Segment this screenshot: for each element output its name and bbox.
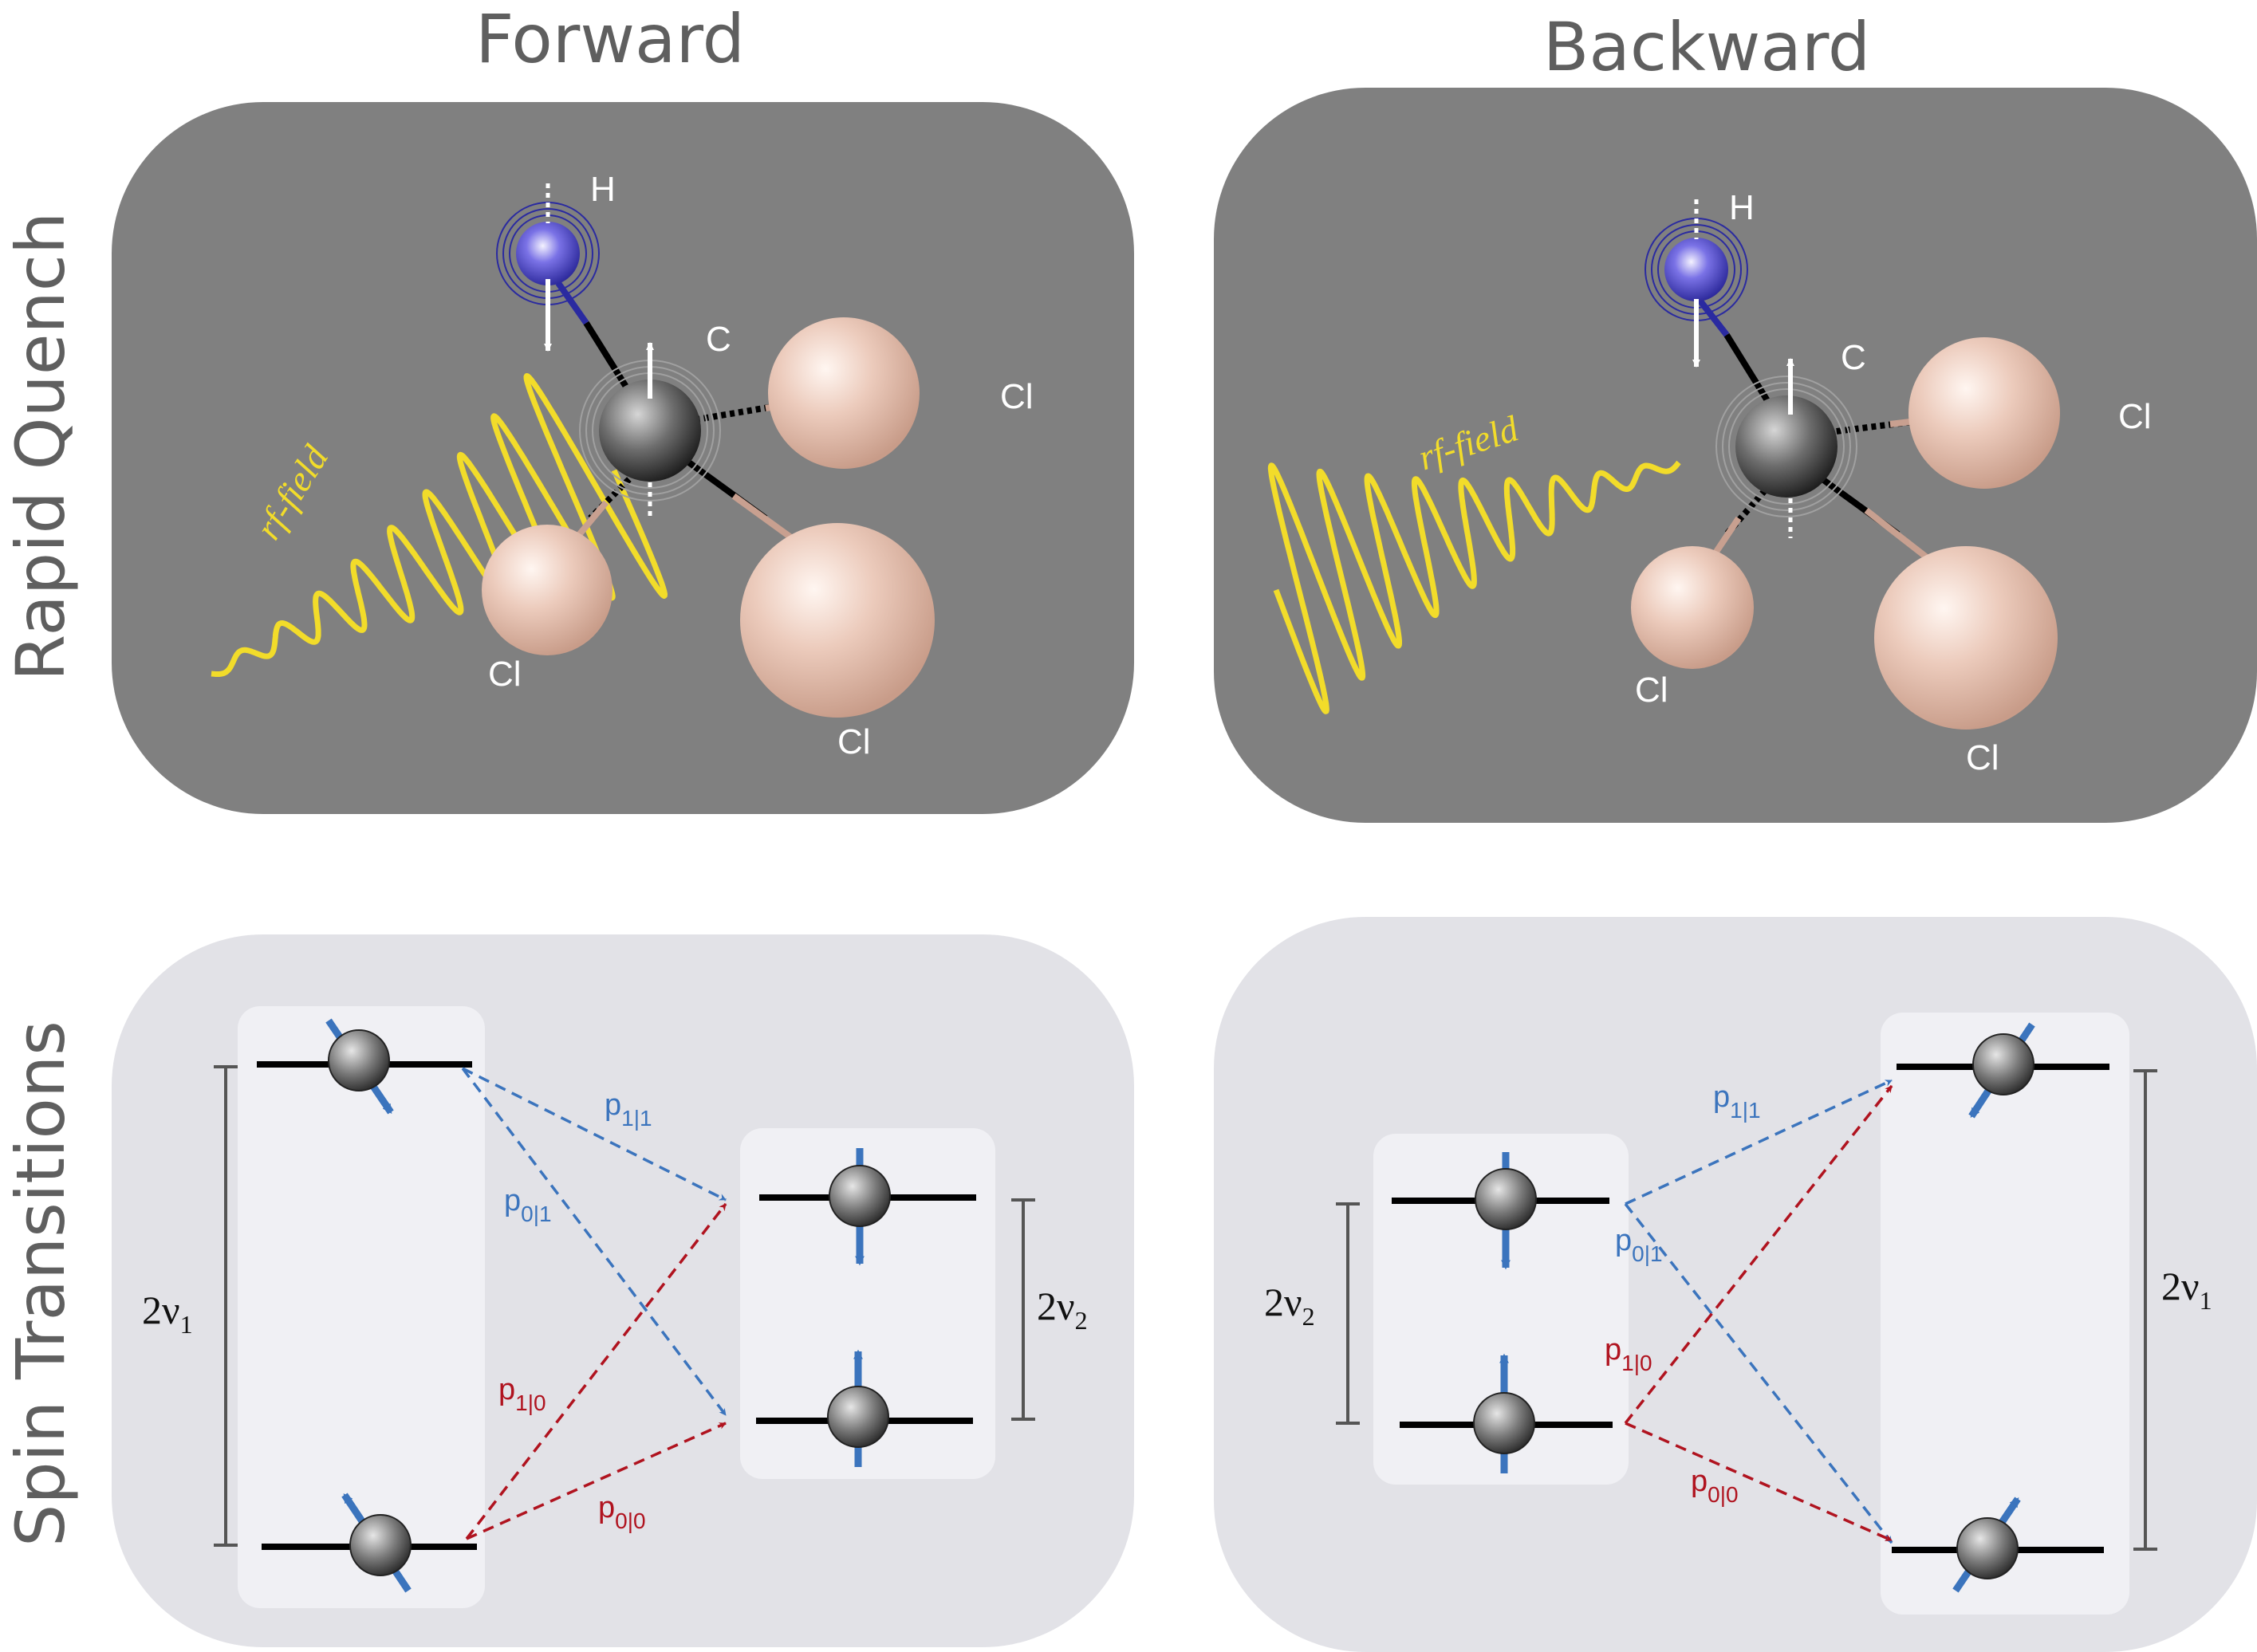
- atom-label-cl: Cl: [1635, 671, 1668, 710]
- spin-down-state: [829, 1148, 891, 1266]
- splitting-label-nu2: 2ν2: [1037, 1284, 1088, 1335]
- spin-down-state: [325, 1018, 394, 1115]
- atom-label-h: H: [590, 170, 616, 209]
- hydrogen-atom: [1644, 199, 1748, 368]
- transition-panel-forward: 2ν1 2ν2 p1|1 p0|1 p1|0 p0|0: [112, 934, 1134, 1647]
- spin-up-state: [341, 1493, 412, 1593]
- splitting-label-nu1: 2ν1: [142, 1288, 193, 1339]
- transition-panel-backward: 2ν2 2ν1 p1|1 p0|1 p1|0 p0|0: [1214, 917, 2257, 1652]
- rf-wave-backward: [1267, 460, 1681, 714]
- splitting-label-nu1: 2ν1: [2161, 1264, 2212, 1315]
- transition-label-p01: p0|1: [1615, 1224, 1663, 1266]
- quench-panel-forward: rf-field H: [112, 102, 1134, 814]
- chlorine-atom: [740, 523, 935, 718]
- atom-label-cl: Cl: [2118, 397, 2152, 436]
- transition-label-p00: p0|0: [598, 1491, 646, 1533]
- splitting-label-nu2: 2ν2: [1264, 1280, 1315, 1331]
- rf-wave-forward: [209, 373, 668, 677]
- transition-arrow-p01: [1624, 1202, 1893, 1544]
- carbon-atom: [1715, 358, 1857, 538]
- atom-label-c: C: [1841, 338, 1866, 377]
- level-box-small: [740, 1128, 995, 1479]
- atom-label-h: H: [1729, 188, 1755, 227]
- atom-label-c: C: [706, 320, 731, 359]
- splitting-bracket-nu1: [2133, 1069, 2157, 1551]
- carbon-atom: [579, 342, 721, 518]
- chlorine-atom: [768, 317, 920, 469]
- row-label-spin-transitions: Spin Transitions: [2, 1021, 80, 1547]
- transition-label-p10: p1|0: [498, 1373, 546, 1415]
- spin-up-state: [1952, 1497, 2021, 1593]
- transition-arrow-p10: [1624, 1084, 1893, 1425]
- spin-up-state: [1473, 1353, 1535, 1473]
- transition-arrow-p11: [462, 1067, 727, 1202]
- transition-arrow-p00: [1625, 1422, 1893, 1542]
- transition-arrow-p10: [465, 1202, 727, 1540]
- chlorine-atom: [1874, 546, 2058, 730]
- transition-label-p01: p0|1: [504, 1184, 552, 1226]
- transition-label-p11: p1|1: [605, 1088, 652, 1131]
- transition-label-p11: p1|1: [1713, 1080, 1761, 1123]
- spin-up-state: [827, 1349, 889, 1467]
- level-box-large: [238, 1006, 485, 1608]
- atom-label-cl: Cl: [1000, 377, 1034, 416]
- atom-label-cl: Cl: [488, 655, 522, 694]
- level-box-large: [1881, 1013, 2129, 1615]
- column-title-forward: Forward: [475, 0, 745, 78]
- transition-arrow-p00: [466, 1422, 727, 1540]
- chlorine-atom: [482, 525, 613, 655]
- spin-down-state: [1475, 1152, 1537, 1270]
- splitting-bracket-nu1: [214, 1065, 238, 1547]
- row-label-rapid-quench: Rapid Quench: [2, 212, 80, 681]
- chlorine-atom: [1631, 546, 1754, 669]
- atom-label-cl: Cl: [837, 722, 871, 761]
- splitting-bracket-nu2: [1336, 1202, 1360, 1425]
- spin-down-state: [1968, 1022, 2035, 1119]
- transition-arrow-p11: [1625, 1079, 1893, 1206]
- atom-label-cl: Cl: [1966, 738, 1999, 777]
- chlorine-atom: [1908, 337, 2060, 489]
- splitting-bracket-nu2: [1011, 1198, 1035, 1421]
- quench-panel-backward: rf-field H C Cl: [1214, 88, 2257, 823]
- column-title-backward: Backward: [1543, 8, 1870, 86]
- transition-label-p10: p1|0: [1605, 1333, 1652, 1375]
- level-box-small: [1373, 1134, 1629, 1485]
- hydrogen-atom: [496, 183, 600, 352]
- transition-label-p00: p0|0: [1691, 1465, 1739, 1507]
